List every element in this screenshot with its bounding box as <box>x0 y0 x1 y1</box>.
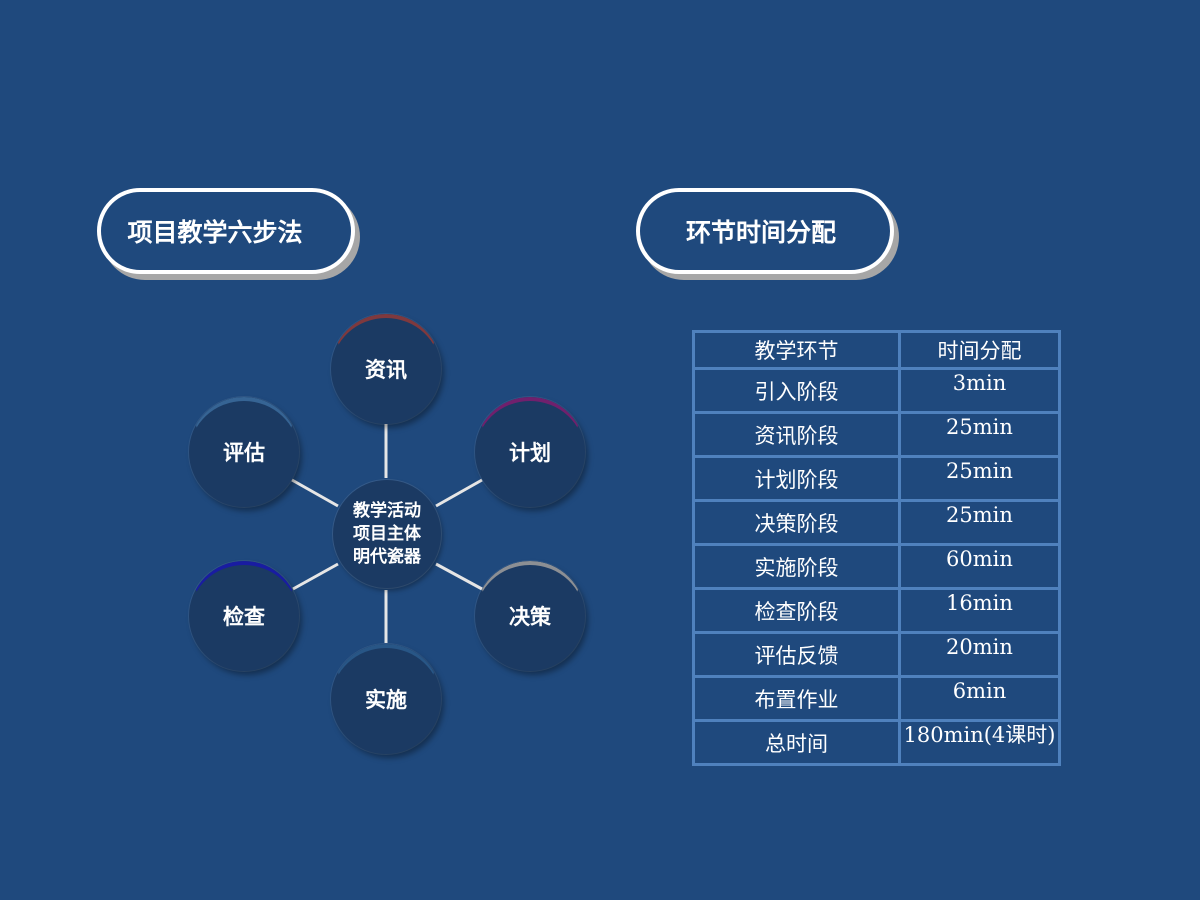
cell-time: 25min <box>901 502 1058 543</box>
node-zixun-label: 资讯 <box>365 357 407 382</box>
node-pinggu-label: 评估 <box>223 440 265 465</box>
cell-time: 6min <box>901 678 1058 719</box>
node-juece-label: 决策 <box>509 604 551 629</box>
cell-stage: 评估反馈 <box>695 634 898 675</box>
node-zixun-rim <box>331 314 441 424</box>
node-shishi-rim <box>331 644 441 754</box>
cell-time: 25min <box>901 458 1058 499</box>
node-zixun: 资讯 <box>331 314 441 424</box>
cell-time: 180min(4课时) <box>901 722 1058 763</box>
cell-time: 3min <box>901 370 1058 411</box>
cell-time: 20min <box>901 634 1058 675</box>
header-cell-time: 时间分配 <box>901 333 1058 367</box>
heading-six-step-method: 项目教学六步法 <box>97 188 355 274</box>
cell-stage: 总时间 <box>695 722 898 763</box>
node-shishi-label: 实施 <box>365 687 407 712</box>
node-jiancha-label: 检查 <box>223 604 265 629</box>
cell-time: 25min <box>901 414 1058 455</box>
heading-time-allocation-text: 环节时间分配 <box>685 218 836 247</box>
node-shishi: 实施 <box>331 644 441 754</box>
node-juece-rim <box>475 561 585 671</box>
node-jihua-label: 计划 <box>509 440 551 465</box>
connector-jihua <box>435 478 483 508</box>
center-line-1: 教学活动 <box>353 500 421 521</box>
header-cell-stage: 教学环节 <box>695 333 898 367</box>
cell-stage: 布置作业 <box>695 678 898 719</box>
cell-time: 16min <box>901 590 1058 631</box>
node-pinggu-rim <box>189 397 299 507</box>
cell-stage: 决策阶段 <box>695 502 898 543</box>
node-jihua: 计划 <box>475 397 585 507</box>
connector-jiancha <box>292 562 339 591</box>
node-jiancha: 检查 <box>189 561 299 671</box>
connector-juece <box>435 562 483 591</box>
connector-pinggu <box>291 478 339 508</box>
cell-stage: 实施阶段 <box>695 546 898 587</box>
node-pinggu: 评估 <box>189 397 299 507</box>
heading-time-allocation: 环节时间分配 <box>636 188 894 274</box>
cell-stage: 计划阶段 <box>695 458 898 499</box>
node-jihua-rim <box>475 397 585 507</box>
cell-stage: 引入阶段 <box>695 370 898 411</box>
node-juece: 决策 <box>475 561 585 671</box>
center-line-2: 项目主体 <box>353 523 421 544</box>
node-jiancha-rim <box>189 561 299 671</box>
cell-stage: 资讯阶段 <box>695 414 898 455</box>
center-node: 教学活动 项目主体 明代瓷器 <box>333 480 441 588</box>
center-line-3: 明代瓷器 <box>353 546 421 567</box>
cell-time: 60min <box>901 546 1058 587</box>
table-header-row: 教学环节 时间分配 <box>695 333 1058 367</box>
heading-six-step-method-text: 项目教学六步法 <box>127 218 303 247</box>
cell-stage: 检查阶段 <box>695 590 898 631</box>
